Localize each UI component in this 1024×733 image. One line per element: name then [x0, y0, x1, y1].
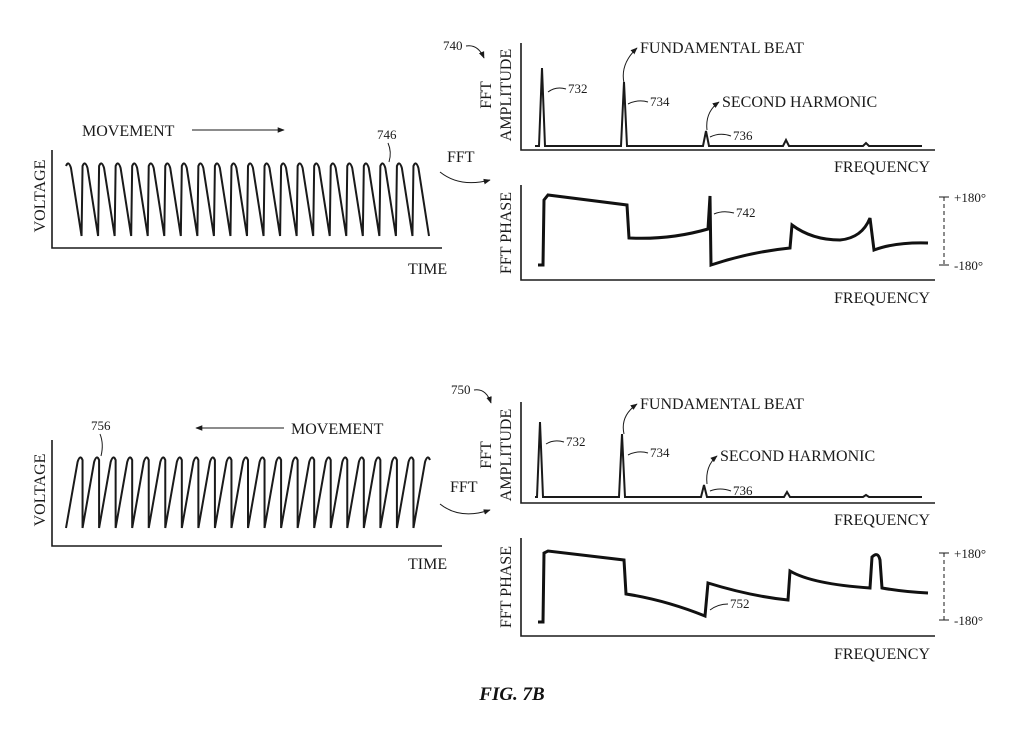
plus180-label-a: +180°: [954, 190, 986, 205]
fft-label-a: FFT: [447, 149, 475, 166]
voltage-waveform-a: [65, 162, 430, 237]
fft-transition-b: FFT: [439, 479, 491, 515]
ref-756: 756: [91, 418, 111, 433]
ref-756-leader: [99, 433, 103, 457]
voltage-plot-a: VOLTAGE TIME MOVEMENT 746: [32, 123, 447, 278]
fundamental-leader-a: [622, 47, 638, 84]
voltage-axes-a: [51, 150, 442, 249]
harmonic-label-a: SECOND HARMONIC: [722, 94, 877, 111]
ref-732-a: 732: [568, 81, 588, 96]
phase-axes-a: [520, 185, 935, 281]
freq-xlabel-phase-b: FREQUENCY: [834, 646, 930, 663]
phase-plot-a: FFT PHASE FREQUENCY 742 +180° -180°: [498, 185, 986, 307]
fft-label-b: FFT: [450, 479, 478, 496]
ref-752: 752: [730, 596, 750, 611]
ref-734-a: 734: [650, 94, 670, 109]
plus180-label-b: +180°: [954, 546, 986, 561]
amp-ylabel-line1-b: FFT: [478, 441, 495, 469]
ref-746-leader: [387, 142, 391, 163]
amp-ylabel-line2-b: AMPLITUDE: [498, 409, 515, 501]
ref-742-leader: [713, 211, 735, 215]
harmonic-label-b: SECOND HARMONIC: [720, 448, 875, 465]
amp-ylabel-line1-a: FFT: [478, 81, 495, 109]
time-xlabel-b: TIME: [408, 556, 447, 573]
freq-xlabel-phase-a: FREQUENCY: [834, 290, 930, 307]
fft-arrow-b: [439, 503, 491, 515]
phase-ylabel-a: FFT PHASE: [498, 192, 515, 274]
voltage-waveform-b: [65, 456, 431, 529]
ref-734-b-leader: [627, 451, 649, 456]
time-xlabel-a: TIME: [408, 261, 447, 278]
freq-xlabel-amp-b: FREQUENCY: [834, 512, 930, 529]
movement-label-b: MOVEMENT: [291, 421, 384, 438]
voltage-ylabel-a: VOLTAGE: [32, 160, 49, 233]
ref-732-a-leader: [547, 87, 567, 93]
amplitude-axes-a: [520, 43, 935, 151]
fundamental-leader-b: [622, 403, 638, 435]
amp-ylabel-line2-a: AMPLITUDE: [498, 49, 515, 141]
ref-746: 746: [377, 127, 397, 142]
phase-curve-a: [538, 193, 929, 268]
fft-transition-a: FFT: [439, 149, 491, 185]
ref-742: 742: [736, 205, 756, 220]
amplitude-plot-a: 740 FFT AMPLITUDE FREQUENCY 732 734 736 …: [443, 38, 935, 176]
panel-a: VOLTAGE TIME MOVEMENT 746 FFT 740 FFT AM…: [32, 38, 986, 307]
ref-736-a-leader: [709, 133, 732, 138]
minus180-label-b: -180°: [954, 613, 983, 628]
amplitude-spectrum-a: [535, 67, 922, 147]
amplitude-plot-b: 750 FFT AMPLITUDE FREQUENCY 732 734 736 …: [451, 382, 935, 529]
voltage-plot-b: VOLTAGE TIME MOVEMENT 756: [32, 418, 447, 573]
harmonic-leader-b: [706, 455, 718, 485]
voltage-ylabel-b: VOLTAGE: [32, 454, 49, 527]
ref-740: 740: [443, 38, 463, 53]
phase-ylabel-b: FFT PHASE: [498, 546, 515, 628]
amplitude-spectrum-b: [535, 421, 922, 498]
ref-736-b: 736: [733, 483, 753, 498]
phase-axes-b: [520, 538, 935, 637]
harmonic-leader-a: [706, 101, 720, 131]
ref-750-leader: [473, 389, 492, 404]
fft-arrow-a: [439, 171, 491, 185]
ref-736-b-leader: [709, 488, 732, 492]
minus180-label-a: -180°: [954, 258, 983, 273]
panel-b: VOLTAGE TIME MOVEMENT 756 FFT 750 FFT AM…: [32, 382, 986, 663]
voltage-axes-b: [51, 440, 442, 547]
ref-740-leader: [465, 45, 485, 59]
figure-caption: FIG. 7B: [478, 684, 544, 705]
ref-736-a: 736: [733, 128, 753, 143]
phase-plot-b: FFT PHASE FREQUENCY 752 +180° -180°: [498, 538, 986, 663]
ref-750: 750: [451, 382, 471, 397]
ref-732-b-leader: [545, 440, 565, 445]
amplitude-axes-b: [520, 402, 935, 504]
fundamental-label-a: FUNDAMENTAL BEAT: [640, 40, 804, 57]
movement-label-a: MOVEMENT: [82, 123, 175, 140]
freq-xlabel-amp-a: FREQUENCY: [834, 159, 930, 176]
fundamental-label-b: FUNDAMENTAL BEAT: [640, 396, 804, 413]
ref-752-leader: [709, 603, 729, 611]
phase-curve-b: [538, 549, 929, 624]
ref-732-b: 732: [566, 434, 586, 449]
ref-734-a-leader: [627, 100, 649, 105]
ref-734-b: 734: [650, 445, 670, 460]
